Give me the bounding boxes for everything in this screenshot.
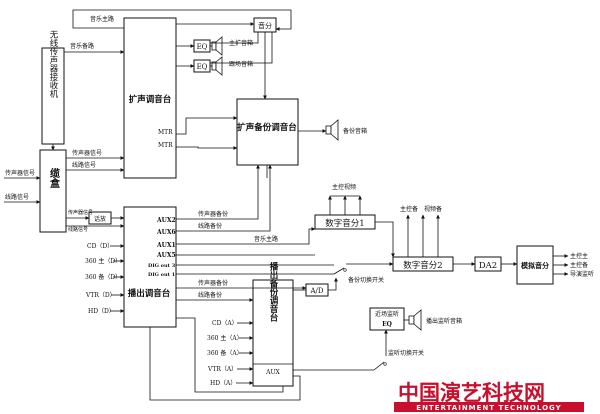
aux5-label: AUX5 bbox=[156, 252, 176, 259]
broadcast-backup-console-box bbox=[252, 279, 294, 387]
source-d-hd: HD（D） bbox=[88, 308, 115, 315]
mtr-label-1: MTR bbox=[158, 129, 173, 136]
aux1-signal-label: 音乐主路 bbox=[254, 235, 278, 243]
eq-side-label: EQ bbox=[197, 63, 208, 71]
line-signal-top: 线路信号 bbox=[72, 161, 96, 169]
mtr-label-2: MTR bbox=[158, 142, 173, 149]
broadcast-backup-console-label: 播出备份调音台 bbox=[268, 262, 279, 323]
eq-main-label: EQ bbox=[197, 43, 208, 51]
watermark-logo: 中国演艺科技网 ENTERTAINMENT TECHNOLOGY bbox=[394, 381, 584, 412]
cable-box-label: 缆盒 bbox=[48, 167, 61, 188]
digital-splitter-1-label: 数字音分1 bbox=[325, 218, 364, 229]
out-guide-label: 导演监听 bbox=[570, 270, 594, 278]
aux-bottom-label: AUX bbox=[265, 369, 280, 376]
backup-speaker-icon bbox=[325, 119, 339, 141]
side-speaker-label: 跟场音箱 bbox=[229, 60, 253, 68]
ad-label: A/D bbox=[309, 287, 323, 295]
near-monitor-label: 近场监听 bbox=[375, 310, 399, 318]
monitor-switch-label: 监听切换开关 bbox=[388, 349, 424, 357]
source-d-360-main: 360 主（D） bbox=[85, 257, 121, 265]
svg-text:ENTERTAINMENT TECHNOLOGY: ENTERTAINMENT TECHNOLOGY bbox=[416, 404, 561, 412]
mic-backup2-label: 传声器备份 bbox=[198, 279, 228, 287]
dig-out-1-label: DIG out 1 bbox=[148, 272, 175, 278]
broadcast-console-label: 播出调音台 bbox=[128, 288, 171, 299]
monitor-speaker-icon bbox=[408, 309, 422, 331]
out-main-label: 主控主 bbox=[570, 252, 588, 260]
cable-box bbox=[39, 149, 67, 233]
side-speaker-icon bbox=[211, 56, 223, 76]
aux2-signal-label: 传声器备份 bbox=[198, 210, 228, 218]
music-backup-label: 音乐备路 bbox=[70, 42, 94, 50]
record-backup-label: 视频备 bbox=[424, 205, 442, 213]
source-a-360-main: 360 主（A） bbox=[207, 334, 243, 342]
backup-speaker-label: 备份音箱 bbox=[343, 127, 367, 135]
expansion-backup-console-label: 扩声备份调音台 bbox=[237, 122, 297, 133]
line-signal-left: 线路信号 bbox=[5, 193, 29, 201]
broadcast-console-box bbox=[123, 206, 177, 328]
source-d-360-backup: 360 备（D） bbox=[85, 273, 121, 281]
talkback-in2: 线路信号 bbox=[68, 226, 88, 233]
analog-splitter-label: 模拟音分 bbox=[521, 261, 549, 270]
out-backup-label: 主控备 bbox=[570, 261, 588, 269]
expansion-backup-console-box bbox=[236, 98, 299, 166]
source-a-hd: HD（A） bbox=[210, 380, 236, 387]
monitor-switch[interactable] bbox=[373, 361, 387, 371]
talkback-label: 话放 bbox=[94, 215, 106, 223]
source-a-360-backup: 360 备（A） bbox=[207, 349, 243, 357]
digital-source-list: CD（D） 360 主（D） 360 备（D） VTR（D） HD（D） bbox=[85, 243, 125, 315]
digital-splitter-2-label: 数字音分2 bbox=[403, 260, 442, 271]
talkback-in1: 传声器信号 bbox=[68, 209, 93, 216]
near-monitor-eq-label: EQ bbox=[382, 321, 392, 328]
expansion-console-box bbox=[123, 17, 177, 179]
aux6-signal-label: 线路备份 bbox=[198, 222, 222, 230]
main-speaker-icon bbox=[211, 36, 223, 56]
svg-text:中国演艺科技网: 中国演艺科技网 bbox=[398, 381, 545, 405]
line-backup2-label: 线路备份 bbox=[198, 291, 222, 299]
backup-switch-label: 备份切换开关 bbox=[348, 276, 384, 284]
wireless-receiver-label: 无线传声器接收机 bbox=[48, 30, 58, 99]
aux2-label: AUX2 bbox=[156, 217, 176, 224]
music-main-label: 音乐主路 bbox=[90, 15, 114, 23]
aux1-label: AUX1 bbox=[156, 242, 176, 249]
da2-label: DA2 bbox=[479, 261, 497, 271]
main-control-backup-label: 主控备 bbox=[400, 205, 418, 213]
dig-out-3-label: DIG out 3 bbox=[148, 263, 176, 269]
source-a-cd: CD（A） bbox=[212, 320, 238, 327]
backup-switch[interactable] bbox=[333, 262, 394, 275]
source-d-vtr: VTR（D） bbox=[85, 292, 116, 299]
distribution-top-label: 音分 bbox=[258, 21, 272, 30]
main-control-record-label: 主控视频 bbox=[332, 183, 356, 191]
expansion-console-label: 扩声调音台 bbox=[129, 94, 172, 105]
analog-source-list: CD（A） 360 主（A） 360 备（A） VTR（A） HD（A） bbox=[207, 320, 254, 387]
mic-signal-left: 传声器信号 bbox=[5, 169, 35, 177]
monitor-speaker-label: 播出监听音箱 bbox=[426, 317, 462, 325]
source-a-vtr: VTR（A） bbox=[207, 366, 237, 373]
aux6-label: AUX6 bbox=[156, 229, 176, 236]
mic-signal-top: 传声器信号 bbox=[72, 149, 102, 157]
source-d-cd: CD（D） bbox=[87, 243, 113, 250]
